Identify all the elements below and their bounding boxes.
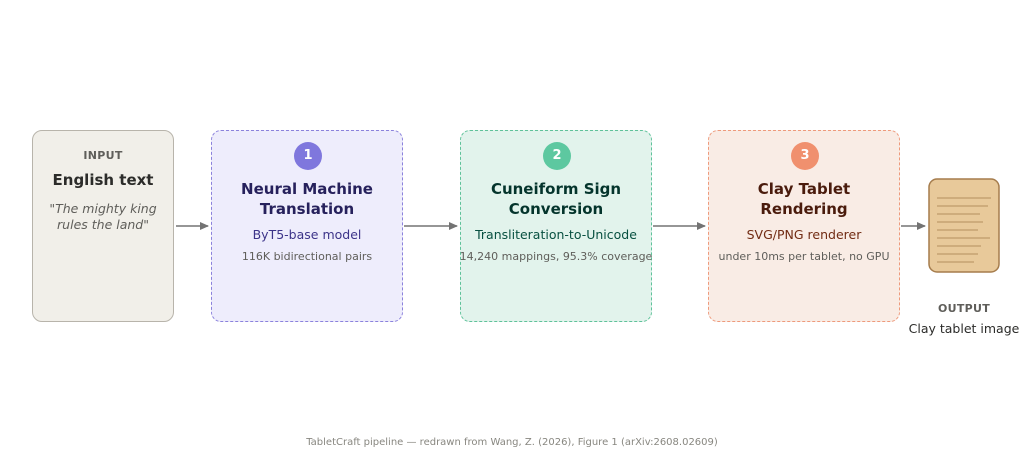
step-2-badge: 2	[543, 142, 571, 170]
step-1-detail: 116K bidirectional pairs	[241, 250, 373, 263]
step-1-title: Neural Machine Translation	[241, 180, 373, 218]
step-3-node: 3 Clay Tablet Rendering SVG/PNG renderer…	[708, 130, 900, 322]
step-1-badge: 1	[294, 142, 322, 170]
output-title: Clay tablet image	[908, 321, 1020, 336]
figure-caption: TabletCraft pipeline — redrawn from Wang…	[306, 437, 718, 448]
input-title: English text	[52, 171, 154, 189]
clay-tablet-icon	[928, 178, 1000, 273]
step-3-detail: under 10ms per tablet, no GPU	[718, 250, 890, 263]
input-label: INPUT	[83, 149, 123, 162]
step-3-title: Clay Tablet Rendering	[757, 180, 851, 218]
step-3-badge: 3	[791, 142, 819, 170]
step-2-node: 2 Cuneiform Sign Conversion Transliterat…	[460, 130, 652, 322]
input-example-quote: "The mighty king rules the land"	[49, 201, 157, 232]
input-node: INPUT English text "The mighty king rule…	[32, 130, 174, 322]
step-2-detail: 14,240 mappings, 95.3% coverage	[459, 250, 653, 263]
step-1-subtitle: ByT5-base model	[252, 227, 362, 242]
output-label: OUTPUT	[937, 302, 991, 315]
step-2-title: Cuneiform Sign Conversion	[490, 180, 622, 218]
step-3-subtitle: SVG/PNG renderer	[746, 227, 862, 242]
step-2-subtitle: Transliteration-to-Unicode	[475, 227, 637, 242]
step-1-node: 1 Neural Machine Translation ByT5-base m…	[211, 130, 403, 322]
